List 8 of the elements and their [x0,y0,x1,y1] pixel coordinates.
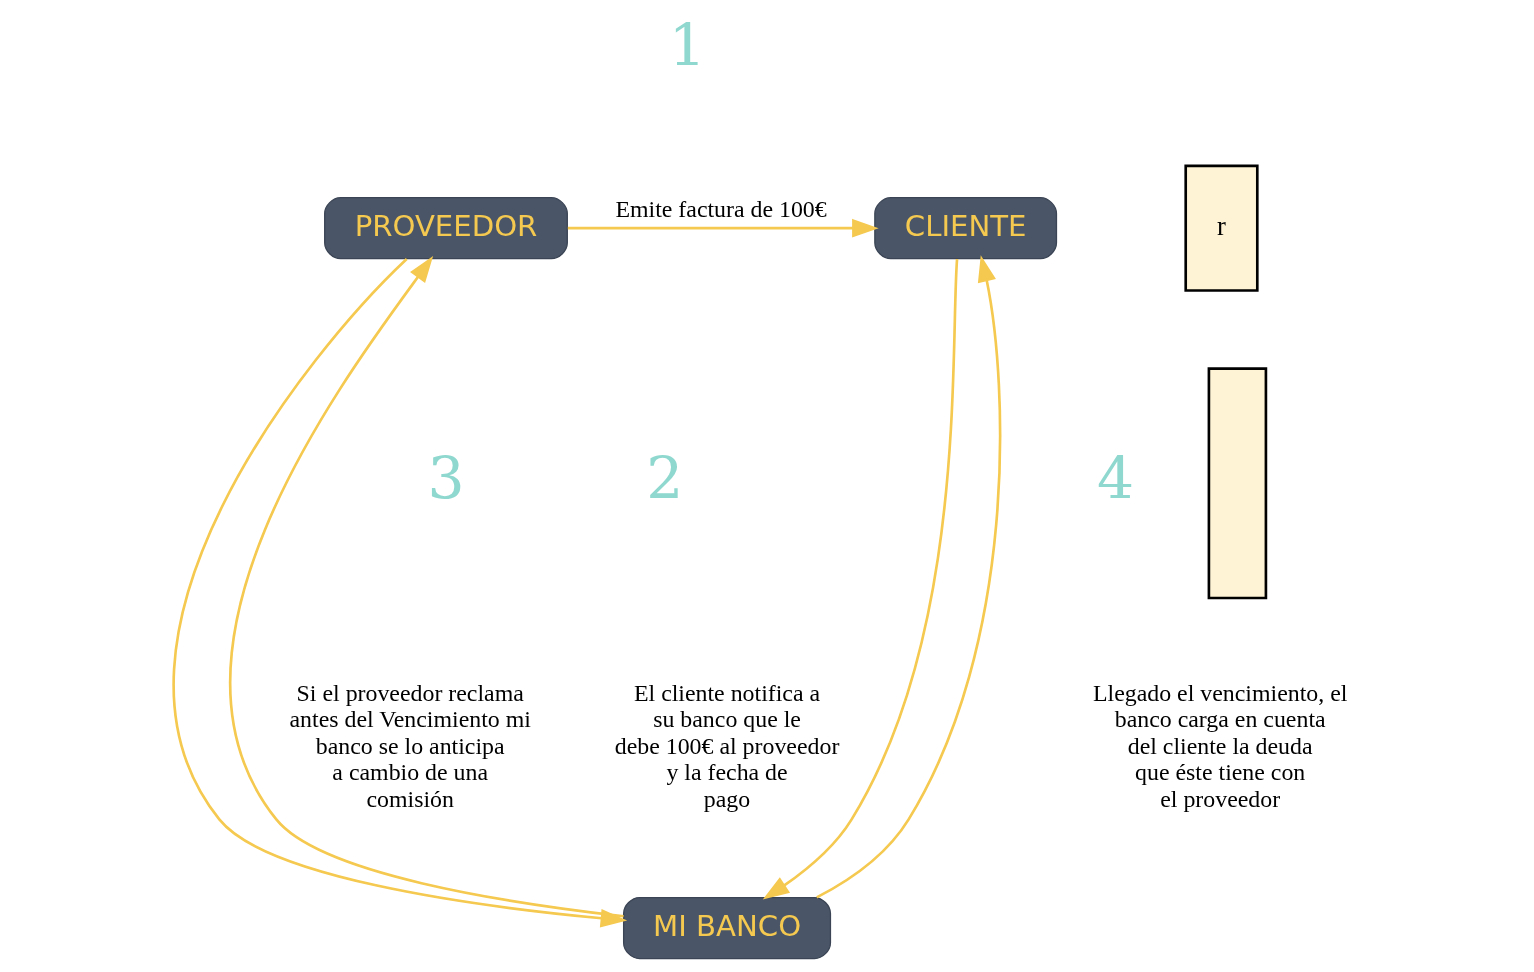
edge-label: Emite factura de 100€ [615,195,827,222]
label: 3 [427,444,465,513]
label: 1 [668,11,706,80]
label: El cliente notifica a su banco que le debe 100€ al proveedor y la fecha de pago [614,679,840,812]
label: 2 [646,444,684,513]
label: Si el proveedor reclama antes del Vencimiento mi banco se lo anticipa a cambio de una comisión [289,679,531,812]
label: Llegado el vencimiento, el banco carga en cuenta del cliente la deuda que éste tiene con el proveedor [1092,679,1348,812]
label: 4 [1096,444,1135,513]
